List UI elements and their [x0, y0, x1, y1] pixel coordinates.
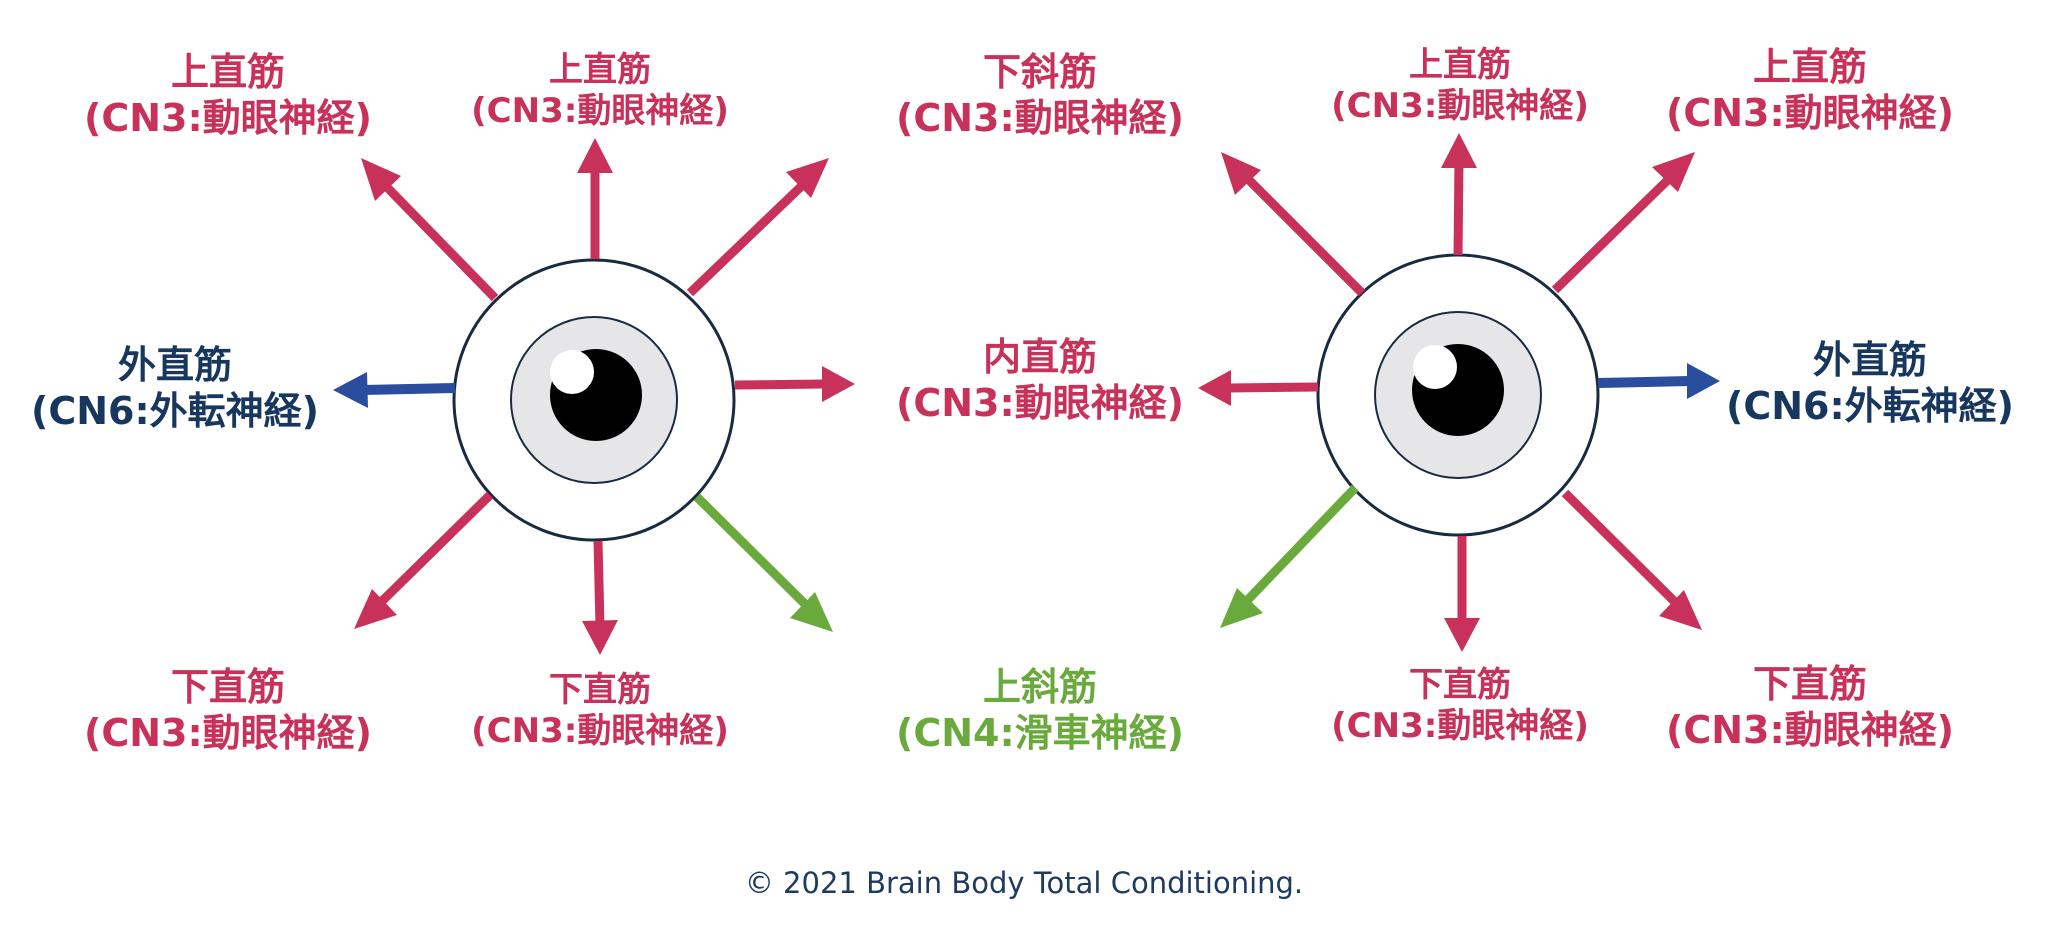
label-left-eye-down: 下直筋 (CN3:動眼神経): [445, 670, 755, 752]
arrow-right-eye-up: [1441, 133, 1477, 256]
label-right-eye-right: 外直筋 (CN6:外転神経): [1710, 338, 2030, 429]
nerve-name: (CN3:動眼神経): [83, 710, 373, 755]
label-right-eye-up: 上直筋 (CN3:動眼神経): [1305, 45, 1615, 127]
label-left-eye-left: 外直筋 (CN6:外転神経): [15, 343, 335, 434]
arrow-left-eye-up-left: [361, 158, 499, 302]
arrow-left-eye-left: [333, 372, 456, 408]
arrow-right-eye-down: [1444, 536, 1480, 652]
right-eye-arrows: [1198, 133, 1720, 652]
nerve-name: (CN3:動眼神経): [1665, 707, 1955, 752]
arrow-left-eye-right: [734, 366, 855, 402]
muscle-name: 上直筋: [549, 50, 651, 90]
label-left-eye-right: 内直筋 (CN3:動眼神経): [880, 335, 1200, 426]
muscle-name: 上直筋: [1752, 45, 1867, 89]
arrow-right-eye-down-left: [1220, 484, 1359, 628]
muscle-name: 内直筋: [982, 335, 1097, 379]
left-eye-arrows: [333, 138, 855, 655]
nerve-name: (CN6:外転神経): [30, 388, 320, 433]
muscle-name: 外直筋: [117, 343, 232, 387]
label-right-eye-up-right: 上直筋 (CN3:動眼神経): [1650, 45, 1970, 136]
muscle-name: 上斜筋: [982, 665, 1097, 709]
muscle-name: 下斜筋: [982, 50, 1097, 94]
label-left-eye-down-right: 上斜筋 (CN4:滑車神経): [880, 665, 1200, 756]
right-eye: [1316, 253, 1600, 537]
nerve-name: (CN3:動眼神経): [1331, 85, 1589, 126]
arrow-right-eye-right: [1597, 363, 1720, 399]
nerve-name: (CN3:動眼神経): [895, 380, 1185, 425]
nerve-name: (CN6:外転神経): [1725, 383, 2015, 428]
arrow-left-eye-up: [577, 138, 613, 259]
muscle-name: 下直筋: [170, 665, 285, 709]
left-eye: [452, 258, 736, 542]
label-left-eye-up-left: 上直筋 (CN3:動眼神経): [68, 50, 388, 141]
arrow-right-eye-up-left: [1221, 152, 1366, 297]
nerve-name: (CN3:動眼神経): [471, 710, 729, 751]
nerve-name: (CN3:動眼神経): [1665, 90, 1955, 135]
label-left-eye-down-left: 下直筋 (CN3:動眼神経): [68, 665, 388, 756]
nerve-name: (CN3:動眼神経): [471, 90, 729, 131]
muscle-name: 下直筋: [1409, 665, 1511, 705]
arrow-left-eye-up-right: [686, 158, 829, 297]
muscle-name: 外直筋: [1812, 338, 1927, 382]
nerve-name: (CN3:動眼神経): [83, 95, 373, 140]
muscle-name: 上直筋: [1409, 45, 1511, 85]
arrow-right-eye-up-right: [1551, 152, 1695, 294]
arrow-right-eye-left: [1198, 370, 1319, 406]
right-eye-highlight: [1413, 345, 1457, 389]
label-left-eye-up-right: 下斜筋 (CN3:動眼神経): [880, 50, 1200, 141]
arrow-left-eye-down: [582, 540, 618, 655]
nerve-name: (CN4:滑車神経): [895, 710, 1185, 755]
arrow-left-eye-down-left: [354, 491, 494, 629]
muscle-name: 上直筋: [170, 50, 285, 94]
label-left-eye-up: 上直筋 (CN3:動眼神経): [445, 50, 755, 132]
nerve-name: (CN3:動眼神経): [895, 95, 1185, 140]
label-right-eye-down: 下直筋 (CN3:動眼神経): [1305, 665, 1615, 747]
arrow-right-eye-down-right: [1561, 489, 1702, 630]
arrow-left-eye-down-right: [693, 493, 833, 632]
nerve-name: (CN3:動眼神経): [1331, 705, 1589, 746]
left-eye-highlight: [550, 350, 594, 394]
copyright-text: © 2021 Brain Body Total Conditioning.: [744, 866, 1304, 900]
label-right-eye-down-right: 下直筋 (CN3:動眼神経): [1650, 662, 1970, 753]
muscle-name: 下直筋: [1752, 662, 1867, 706]
muscle-name: 下直筋: [549, 670, 651, 710]
